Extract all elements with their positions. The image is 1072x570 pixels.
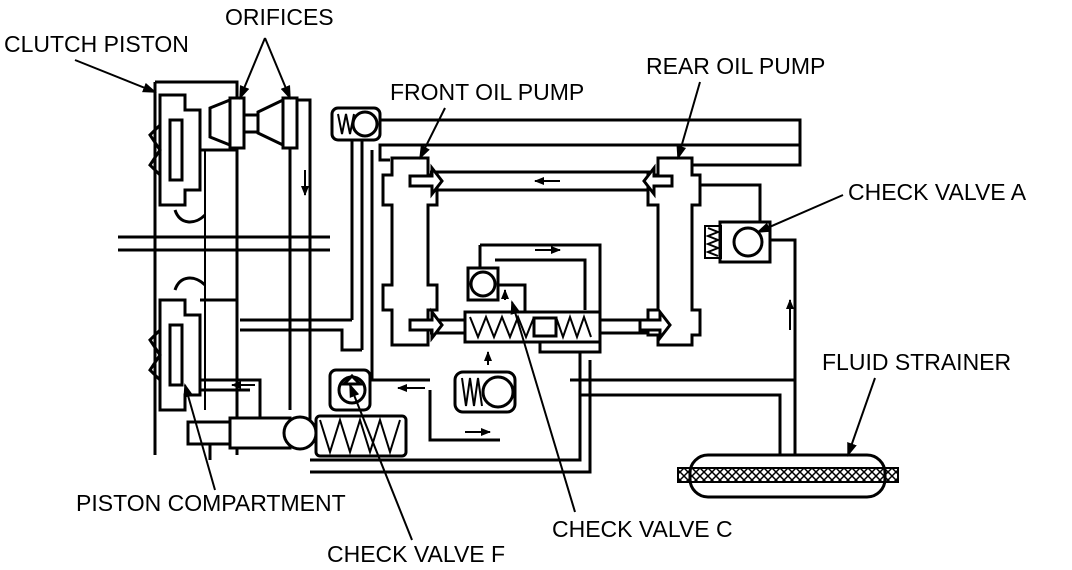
check-valve-f <box>328 368 372 412</box>
label-check-valve-a: CHECK VALVE A <box>848 179 1027 205</box>
check-valve-a <box>704 220 772 264</box>
label-rear-oil-pump: REAR OIL PUMP <box>646 53 825 79</box>
label-fluid-strainer: FLUID STRAINER <box>822 349 1011 375</box>
fluid-strainer <box>677 453 899 499</box>
label-check-valve-c: CHECK VALVE C <box>552 516 733 542</box>
top-check-valve <box>330 106 382 142</box>
piping <box>200 118 802 474</box>
orifices <box>208 96 312 420</box>
front-oil-pump <box>381 156 444 347</box>
clutch-assembly <box>118 80 330 455</box>
check-valve-c <box>463 266 602 365</box>
leader-lines <box>74 37 876 541</box>
lower-check-valve <box>453 370 517 414</box>
label-piston-compartment: PISTON COMPARTMENT <box>76 490 346 516</box>
rear-oil-pump <box>638 156 702 347</box>
label-check-valve-f: CHECK VALVE F <box>327 541 505 567</box>
relief-valve <box>186 414 408 460</box>
label-clutch-piston: CLUTCH PISTON <box>4 31 189 57</box>
label-front-oil-pump: FRONT OIL PUMP <box>390 79 584 105</box>
label-orifices: ORIFICES <box>225 4 334 30</box>
